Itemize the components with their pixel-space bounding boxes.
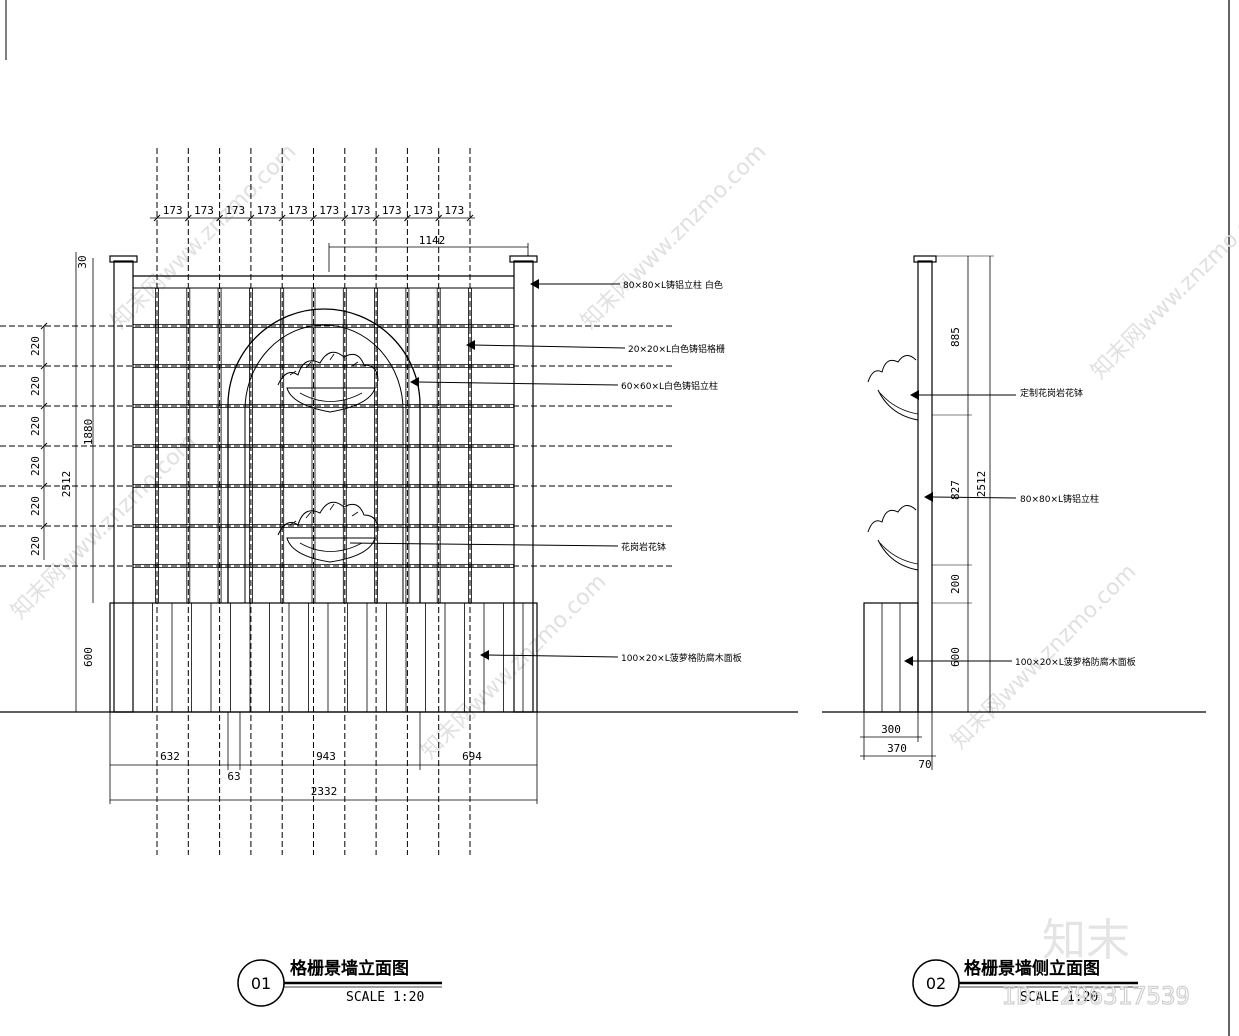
note-planter: 花岗岩花钵 (621, 541, 666, 553)
dim-63: 63 (227, 770, 240, 783)
leader-notes: 80×80×L铸铝立柱 白色 20×20×L白色铸铝格栅 60×60×L白色铸铝… (349, 279, 742, 664)
left-post-cap (109, 255, 138, 263)
dim-694: 694 (462, 750, 482, 763)
side-elevation: 885 827 200 600 2512 300 370 70 定制花岗岩花钵 … (822, 255, 1206, 1007)
dim-tick (247, 214, 255, 222)
dim-tick (40, 442, 48, 450)
note-post: 80×80×L铸铝立柱 白色 (623, 279, 723, 291)
left-dim-label: 220 (29, 496, 42, 516)
top-dim-label: 173 (382, 204, 402, 217)
top-dim-label: 173 (194, 204, 214, 217)
top-dim-label: 173 (319, 204, 339, 217)
side-planter-upper (867, 355, 919, 421)
front-view-scale: SCALE 1:20 (346, 990, 424, 1005)
arch-inner (244, 324, 404, 603)
logo-watermark: 知末 (1042, 915, 1130, 966)
dim-tick (341, 214, 349, 222)
arch-outer (227, 308, 421, 603)
side-view-scale: SCALE 1:20 (1020, 990, 1098, 1005)
dim-tick (40, 522, 48, 530)
watermark-text: 知末网www.znzmo.com (577, 139, 772, 334)
planter-upper (277, 351, 379, 413)
top-dim-label: 173 (413, 204, 433, 217)
top-dim-label: 173 (351, 204, 371, 217)
side-dim-370: 370 (887, 742, 907, 755)
id-watermark: ID: 296317539 (1002, 982, 1190, 1010)
side-note-post: 80×80×L铸铝立柱 (1020, 493, 1099, 505)
top-dim-label: 173 (257, 204, 277, 217)
top-dimensions: 173 173 173 173 173 173 173 173 173 173 (153, 204, 474, 222)
side-view-number: 02 (926, 974, 946, 993)
note-small-post: 60×60×L白色铸铝立柱 (621, 380, 718, 392)
dim-30: 30 (76, 255, 89, 268)
side-dim-2512: 2512 (975, 471, 988, 498)
dim-2512: 2512 (60, 471, 73, 498)
left-dim-label: 220 (29, 536, 42, 556)
dim-tick (40, 402, 48, 410)
dim-632: 632 (160, 750, 180, 763)
note-lattice: 20×20×L白色铸铝格栅 (628, 343, 725, 355)
dim-tick (216, 214, 223, 222)
dim-943: 943 (316, 750, 336, 763)
span-dim-label: 1142 (419, 234, 446, 247)
lattice (133, 288, 514, 603)
side-post-cap (913, 255, 937, 263)
horizontal-grid-lines (0, 325, 675, 567)
view-number: 01 (251, 974, 271, 993)
left-dim-label: 220 (29, 416, 42, 436)
dim-tick (153, 214, 161, 222)
left-dim-label: 220 (29, 376, 42, 396)
side-dim-827: 827 (949, 480, 962, 500)
dim-tick (310, 214, 317, 222)
wood-planks (132, 603, 524, 712)
dim-2332: 2332 (311, 785, 338, 798)
watermark-text: 知末网www.znzmo.com (107, 139, 302, 334)
side-note-wood: 100×20×L菠萝格防腐木面板 (1015, 656, 1136, 668)
side-view-title: 格栅景墙侧立面图 (964, 958, 1100, 979)
side-note-planter: 定制花岗岩花钵 (1020, 387, 1083, 399)
top-dim-label: 173 (163, 204, 183, 217)
dim-tick (40, 362, 48, 370)
top-dim-label: 173 (444, 204, 464, 217)
dim-tick (435, 214, 443, 222)
left-dim-label: 220 (29, 456, 42, 476)
dim-tick (184, 214, 192, 222)
side-leader-notes: 定制花岗岩花钵 80×80×L铸铝立柱 100×20×L菠萝格防腐木面板 (904, 387, 1136, 668)
dim-tick (404, 214, 411, 222)
dim-1880: 1880 (82, 419, 95, 446)
top-dim-label: 173 (225, 204, 245, 217)
watermark-text: 知末网www.znzmo.com (947, 559, 1142, 754)
top-dim-label: 173 (288, 204, 308, 217)
note-wood: 100×20×L菠萝格防腐木面板 (621, 652, 742, 664)
side-post (917, 260, 933, 713)
side-dim-600: 600 (949, 647, 962, 667)
dim-tick (466, 214, 474, 222)
left-dim-label: 220 (29, 336, 42, 356)
dim-tick (40, 322, 48, 330)
dim-tick (278, 214, 286, 222)
planter-lower (277, 501, 379, 563)
dim-tick (40, 482, 48, 490)
side-planter-lower (867, 505, 919, 571)
side-dim-70: 70 (918, 758, 931, 771)
right-post-cap (509, 255, 538, 263)
front-view-title: 格栅景墙立面图 (290, 958, 409, 979)
vertical-grid-lines (156, 148, 471, 855)
watermark-text: 知末网www.znzmo.com (1087, 189, 1239, 384)
dim-600: 600 (82, 647, 95, 667)
side-dim-200: 200 (949, 574, 962, 594)
dim-tick (372, 214, 380, 222)
side-dim-885: 885 (949, 327, 962, 347)
side-wood-panel (863, 602, 919, 713)
side-dim-300: 300 (881, 723, 901, 736)
left-dimensions: 220 220 220 220 220 220 (29, 322, 48, 556)
